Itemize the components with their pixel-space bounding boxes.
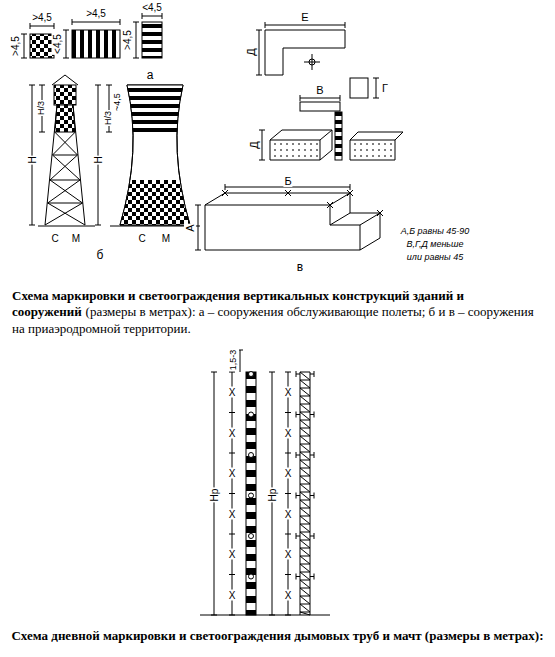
label: М xyxy=(161,233,171,244)
dimension-label: Х xyxy=(228,508,237,519)
label: Н xyxy=(93,155,104,164)
label: Н xyxy=(27,155,38,164)
label: В xyxy=(315,84,324,96)
label: в xyxy=(296,261,304,274)
label: Н/3 xyxy=(37,100,47,116)
label: <4,5 xyxy=(141,2,163,13)
dimension-label: Х xyxy=(284,387,293,398)
label: М xyxy=(71,233,81,244)
label: >4,5 xyxy=(31,12,53,23)
label: Б xyxy=(283,175,292,187)
label: Д xyxy=(248,140,260,149)
label: Г xyxy=(381,82,389,94)
label: а xyxy=(146,69,155,82)
label: С xyxy=(137,233,146,244)
chimney-and-mast xyxy=(200,350,330,615)
label: или равны 45 xyxy=(406,253,464,263)
caption-text: (размеры в метрах): а – сооружения обслу… xyxy=(12,304,534,335)
dimension-label: Х xyxy=(284,508,293,519)
label: В,Г,Д меньше xyxy=(405,240,464,250)
dimension-label: Х xyxy=(284,549,293,560)
label: А,Б равны 45-90 xyxy=(400,227,471,237)
dimension-label: Х xyxy=(284,427,293,438)
label: б xyxy=(96,249,105,262)
label: >4,5 xyxy=(122,29,133,51)
label: >4,5 xyxy=(10,35,21,57)
label: ~4,5 xyxy=(113,92,123,112)
dimension-label: Х xyxy=(228,589,237,600)
label: Н/3 xyxy=(104,110,114,126)
stepped-building xyxy=(195,184,383,250)
dimension-label: Х xyxy=(228,549,237,560)
tower-and-cooling-tower xyxy=(29,75,200,226)
label: <4,5 xyxy=(52,33,63,55)
dimension-label: Х xyxy=(228,468,237,479)
label: 1,5-3 xyxy=(229,349,239,372)
caption-block: Схема маркировки и светоограждения верти… xyxy=(12,288,543,337)
dimension-label: Х xyxy=(284,589,293,600)
caption: Схема дневной маркировки и светоогражден… xyxy=(0,628,555,644)
building-plan xyxy=(256,22,403,160)
label: Е xyxy=(300,11,309,23)
label: А xyxy=(184,223,196,232)
label: Нр xyxy=(209,488,220,503)
dimension-label: Х xyxy=(284,468,293,479)
label: Д xyxy=(245,47,257,56)
label: С xyxy=(50,233,59,244)
label: Нр xyxy=(267,488,278,503)
label: >4,5 xyxy=(85,8,107,19)
dimension-label: Х xyxy=(228,387,237,398)
dimension-label: Х xyxy=(228,427,237,438)
